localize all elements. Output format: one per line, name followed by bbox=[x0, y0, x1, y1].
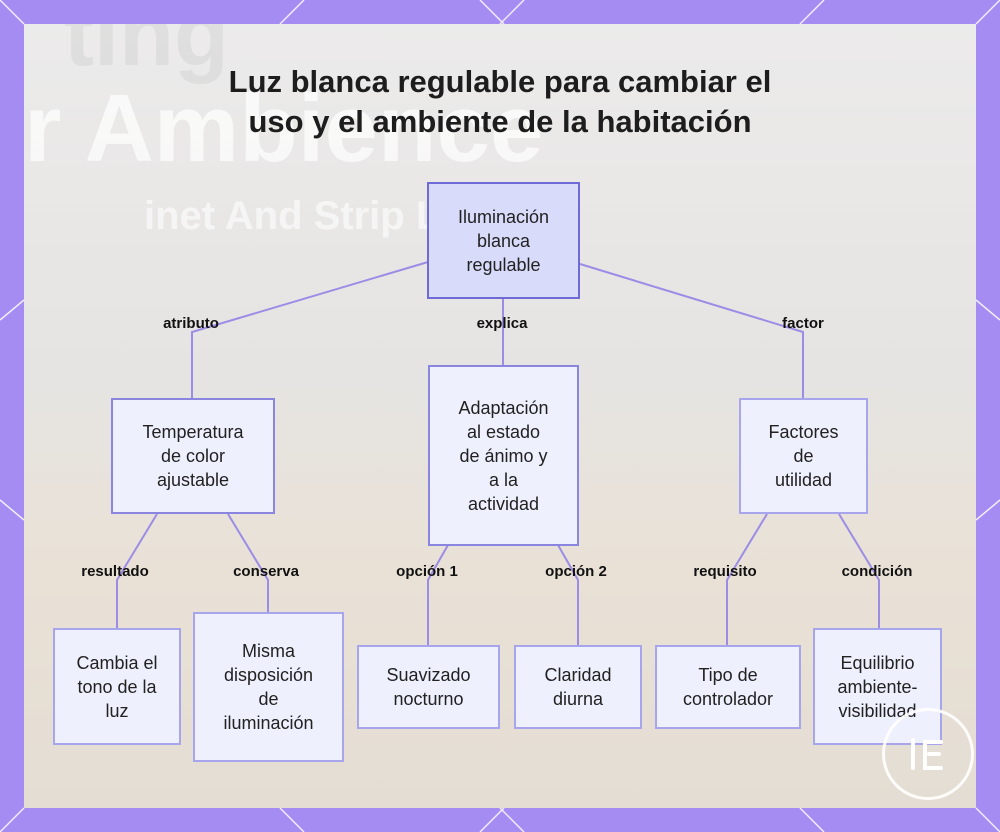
node-text-line: Adaptación bbox=[458, 396, 548, 420]
node-text-line: tono de la bbox=[76, 675, 157, 699]
node-cambia-el-tono: Cambia el tono de la luz bbox=[53, 628, 181, 745]
logo-icon bbox=[882, 708, 974, 800]
node-text-line: Equilibrio bbox=[837, 651, 917, 675]
edge-label-atributo: atributo bbox=[163, 315, 219, 332]
edge-label-resultado: resultado bbox=[81, 563, 149, 580]
edge-label-condicion: condición bbox=[842, 563, 913, 580]
node-text-line: de bbox=[768, 444, 838, 468]
edge-label-opcion2: opción 2 bbox=[545, 563, 607, 580]
node-text-line: de ánimo y bbox=[458, 444, 548, 468]
node-text-line: luz bbox=[76, 699, 157, 723]
node-text-line: diurna bbox=[544, 687, 611, 711]
node-text-line: blanca bbox=[458, 229, 549, 253]
node-text-line: de color bbox=[142, 444, 243, 468]
node-text-line: Claridad bbox=[544, 663, 611, 687]
node-iluminacion-blanca-regulable: Iluminación blanca regulable bbox=[427, 182, 580, 299]
node-text-line: iluminación bbox=[223, 711, 313, 735]
node-suavizado-nocturno: Suavizado nocturno bbox=[357, 645, 500, 729]
edge-label-conserva: conserva bbox=[233, 563, 299, 580]
node-text-line: Temperatura bbox=[142, 420, 243, 444]
edge-opcion2-line bbox=[558, 545, 578, 645]
node-text-line: ambiente- bbox=[837, 675, 917, 699]
node-text-line: Misma bbox=[223, 639, 313, 663]
node-text-line: a la bbox=[458, 468, 548, 492]
node-claridad-diurna: Claridad diurna bbox=[514, 645, 642, 729]
edge-opcion1-line bbox=[428, 545, 448, 645]
edge-label-opcion1: opción 1 bbox=[396, 563, 458, 580]
logo-mark-icon bbox=[905, 734, 951, 774]
node-factores-de-utilidad: Factores de utilidad bbox=[739, 398, 868, 514]
node-text-line: actividad bbox=[458, 492, 548, 516]
node-adaptacion-estado-animo: Adaptación al estado de ánimo y a la act… bbox=[428, 365, 579, 546]
node-text-line: disposición bbox=[223, 663, 313, 687]
node-text-line: regulable bbox=[458, 253, 549, 277]
node-text-line: controlador bbox=[683, 687, 773, 711]
node-text-line: utilidad bbox=[768, 468, 838, 492]
node-text-line: Tipo de bbox=[683, 663, 773, 687]
node-text-line: Cambia el bbox=[76, 651, 157, 675]
node-text-line: ajustable bbox=[142, 468, 243, 492]
node-misma-disposicion: Misma disposición de iluminación bbox=[193, 612, 344, 762]
node-temperatura-de-color: Temperatura de color ajustable bbox=[111, 398, 275, 514]
node-text-line: al estado bbox=[458, 420, 548, 444]
edge-factor-line bbox=[580, 264, 803, 398]
node-text-line: Iluminación bbox=[458, 205, 549, 229]
node-text-line: nocturno bbox=[386, 687, 470, 711]
node-text-line: Suavizado bbox=[386, 663, 470, 687]
edge-label-factor: factor bbox=[782, 315, 824, 332]
edge-atributo-line bbox=[192, 262, 428, 398]
node-text-line: de bbox=[223, 687, 313, 711]
node-text-line: Factores bbox=[768, 420, 838, 444]
node-tipo-de-controlador: Tipo de controlador bbox=[655, 645, 801, 729]
edge-label-requisito: requisito bbox=[693, 563, 756, 580]
edge-label-explica: explica bbox=[477, 315, 528, 332]
